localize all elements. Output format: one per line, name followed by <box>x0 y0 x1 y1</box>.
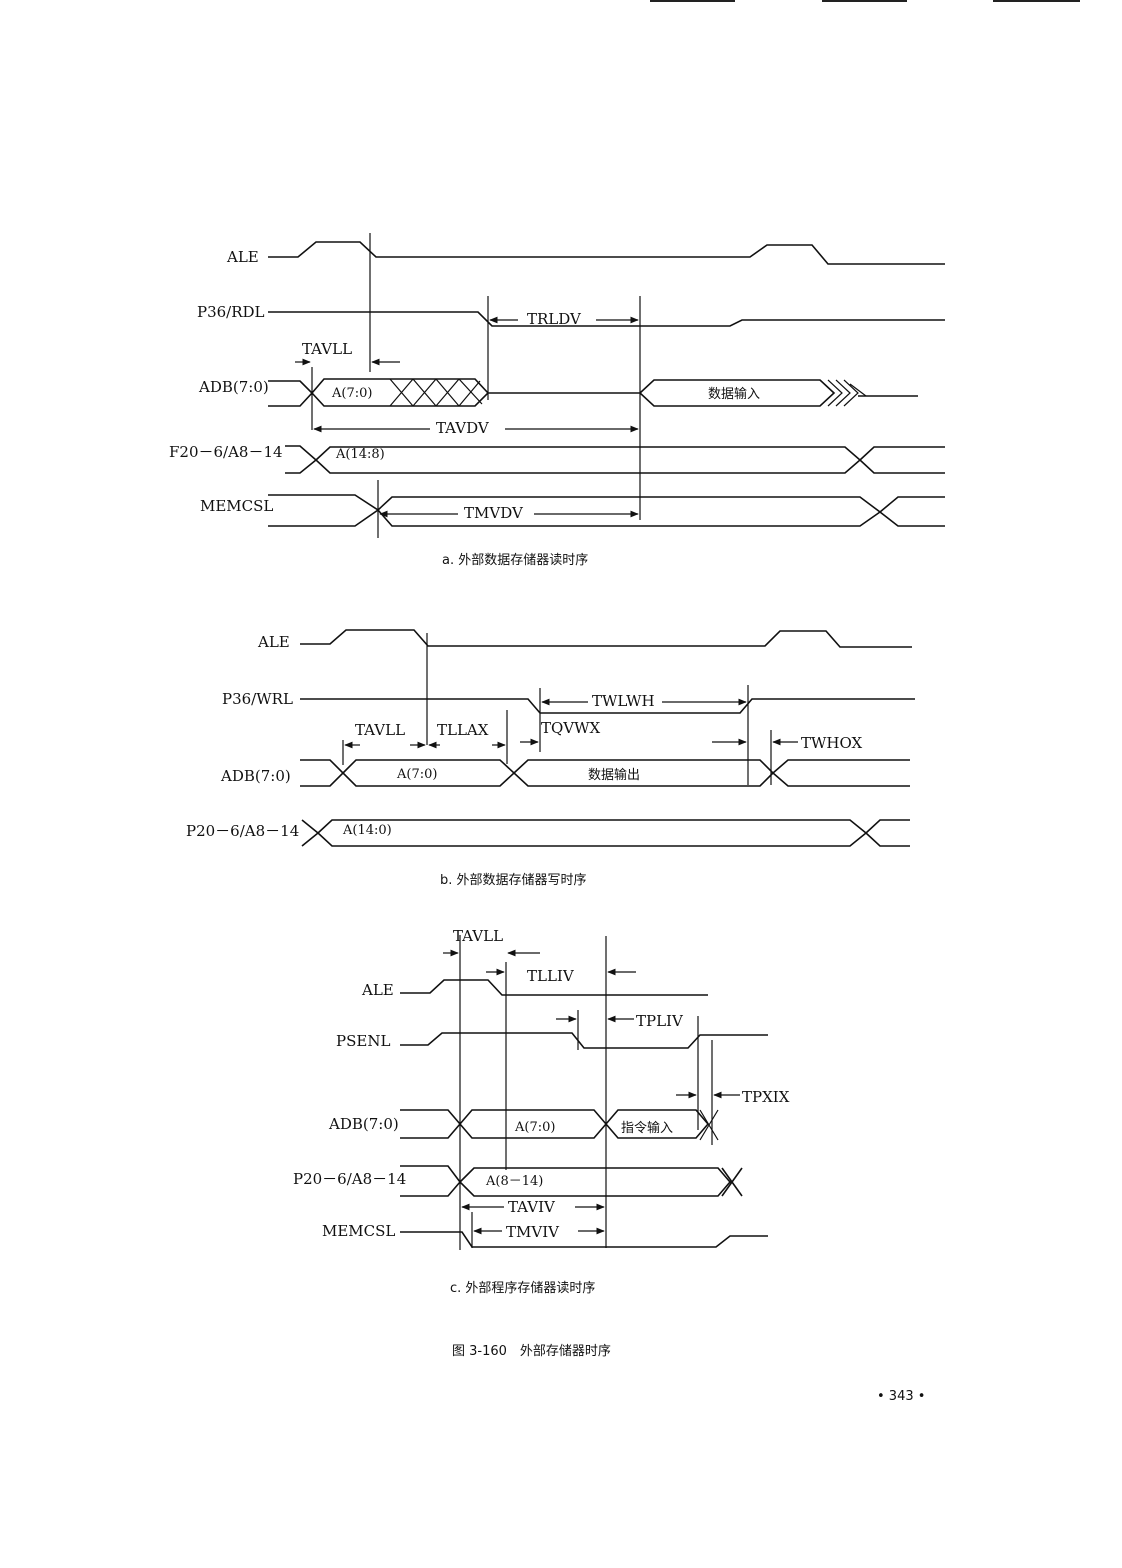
bus-label-a-high-c: A(8－14) <box>485 1174 543 1189</box>
waveform-ale <box>268 241 945 265</box>
signal-label-psenl: PSENL <box>336 1032 390 1050</box>
waveform-address-high-c <box>400 1165 743 1197</box>
timing-tavll-a: TAVLL <box>295 340 400 366</box>
timing-tmviv: TMVIV <box>473 1223 605 1241</box>
svg-text:TLLIV: TLLIV <box>527 967 575 985</box>
caption-c: c. 外部程序存储器读时序 <box>450 1281 595 1296</box>
svg-text:TPXIX: TPXIX <box>742 1088 790 1106</box>
svg-text:TRLDV: TRLDV <box>527 310 582 328</box>
top-rule-2 <box>822 0 907 2</box>
waveform-adb-b <box>300 759 910 787</box>
signal-label-ale: ALE <box>226 248 259 266</box>
svg-text:TQVWX: TQVWX <box>541 719 601 737</box>
svg-text:TPLIV: TPLIV <box>636 1012 684 1030</box>
timing-tpliv: TPLIV <box>556 1012 684 1030</box>
waveform-memcsl <box>268 494 945 527</box>
figure-caption: 图 3-160 外部存储器时序 <box>452 1344 611 1359</box>
bus-label-a-full: A(14:0) <box>342 823 392 838</box>
timing-twhox: TWHOX <box>712 734 863 752</box>
waveform-address-high-b <box>301 819 910 847</box>
svg-text:TWHOX: TWHOX <box>801 734 863 752</box>
svg-text:TAVIV: TAVIV <box>508 1198 556 1216</box>
waveform-wrl <box>300 698 915 714</box>
diagram-a-read-data-memory: ALE P36/RDL ADB(7:0) F20－6/A8－14 MEMCSL … <box>169 233 945 568</box>
signal-label-adb: ADB(7:0) <box>198 378 269 396</box>
svg-text:TMVIV: TMVIV <box>506 1223 560 1241</box>
signal-label-address-high: F20－6/A8－14 <box>169 443 283 461</box>
waveform-rdl <box>268 311 945 327</box>
timing-tpxix: TPXIX <box>676 1088 790 1106</box>
timing-tavdv: TAVDV <box>313 419 639 437</box>
signal-label-adb-c: ADB(7:0) <box>328 1115 399 1133</box>
signal-label-address-high-b: P20－6/A8－14 <box>186 822 299 840</box>
timing-tlliv: TLLIV <box>486 967 636 985</box>
bus-label-a-low-b: A(7:0) <box>396 767 437 782</box>
signal-label-p36-wrl: P36/WRL <box>222 690 293 708</box>
signal-label-address-high-c: P20－6/A8－14 <box>293 1170 406 1188</box>
bus-label-a-low: A(7:0) <box>331 386 372 401</box>
reference-lines-a <box>311 233 641 538</box>
reference-lines-c <box>459 935 713 1250</box>
signal-label-memcsl: MEMCSL <box>200 497 273 515</box>
signal-label-ale-b: ALE <box>257 633 290 651</box>
waveform-ale-c <box>400 979 708 996</box>
page-number: • 343 • <box>877 1389 925 1404</box>
signal-label-memcsl-c: MEMCSL <box>322 1222 395 1240</box>
top-rule-1 <box>650 0 735 2</box>
svg-text:TWLWH: TWLWH <box>592 692 655 710</box>
caption-a: a. 外部数据存储器读时序 <box>442 553 588 568</box>
bus-label-a-high: A(14:8) <box>335 447 385 462</box>
reference-lines-b <box>342 633 772 785</box>
bus-label-instruction-in: 指令输入 <box>621 1120 673 1136</box>
timing-trldv: TRLDV <box>489 310 639 328</box>
diagram-b-write-data-memory: ALE P36/WRL ADB(7:0) P20－6/A8－14 TAVLL T… <box>186 629 915 888</box>
timing-tavll-c: TAVLL <box>443 927 540 957</box>
signal-label-ale-c: ALE <box>361 981 394 999</box>
bus-label-data-in: 数据输入 <box>708 386 760 402</box>
waveform-ale-b <box>300 629 912 648</box>
signal-label-adb-b: ADB(7:0) <box>220 767 291 785</box>
waveform-psenl <box>400 1032 768 1049</box>
signal-label-p36-rdl: P36/RDL <box>197 303 265 321</box>
diagram-c-read-program-memory: ALE PSENL ADB(7:0) P20－6/A8－14 MEMCSL TA… <box>293 927 790 1296</box>
waveform-address-high <box>285 445 945 474</box>
timing-tllax: TLLAX <box>428 721 506 749</box>
bus-label-a-low-c: A(7:0) <box>514 1120 555 1135</box>
timing-taviv: TAVIV <box>461 1198 605 1216</box>
timing-tqvwx: TQVWX <box>520 719 601 746</box>
svg-text:TAVLL: TAVLL <box>355 721 405 739</box>
svg-text:TMVDV: TMVDV <box>464 504 524 522</box>
bus-label-data-out: 数据输出 <box>588 767 640 783</box>
timing-tmvdv: TMVDV <box>379 504 639 522</box>
svg-text:TAVLL: TAVLL <box>453 927 503 945</box>
svg-text:TLLAX: TLLAX <box>437 721 489 739</box>
svg-text:TAVDV: TAVDV <box>436 419 490 437</box>
svg-text:TAVLL: TAVLL <box>302 340 352 358</box>
top-rule-3 <box>993 0 1080 2</box>
caption-b: b. 外部数据存储器写时序 <box>440 873 587 888</box>
timing-tavll-b: TAVLL <box>344 721 426 749</box>
timing-twlwh: TWLWH <box>541 692 747 710</box>
waveform-memcsl-c <box>400 1231 768 1248</box>
waveform-adb-c <box>400 1109 719 1141</box>
